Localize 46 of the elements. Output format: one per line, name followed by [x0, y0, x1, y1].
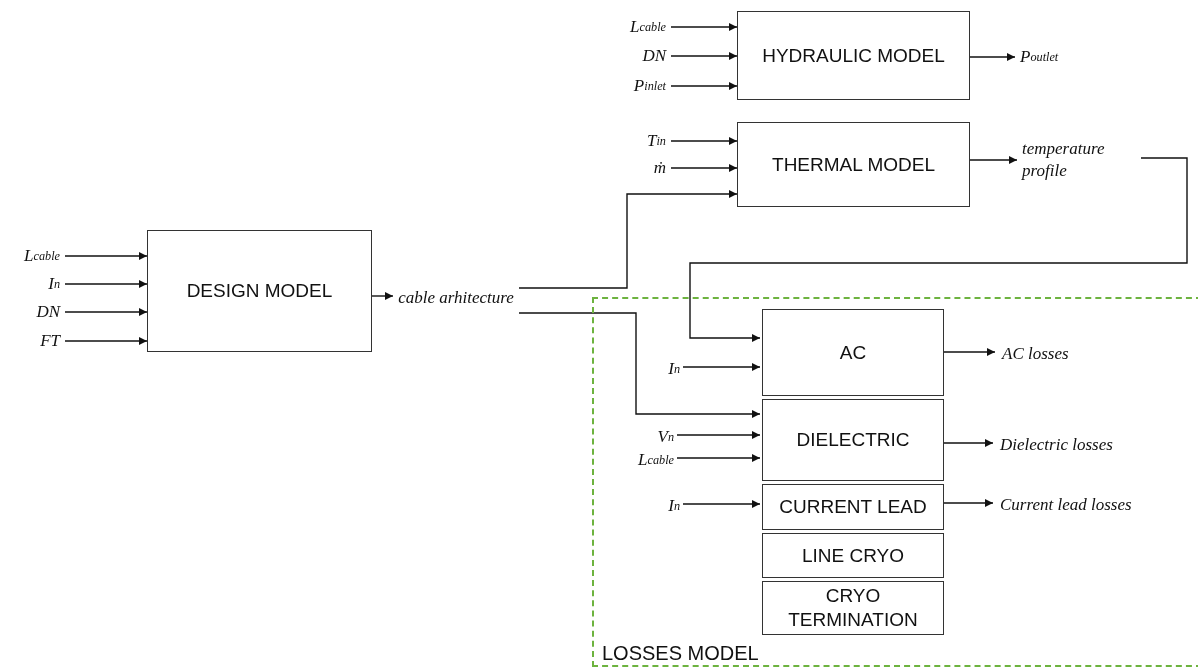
process-box [147, 230, 372, 352]
variable-label: Dielectric losses [1000, 432, 1160, 458]
box-label: CURRENT LEAD [779, 495, 927, 519]
box-label: CRYO TERMINATION [787, 584, 919, 632]
arrow [670, 23, 738, 31]
process-box [762, 484, 944, 530]
process-box [762, 309, 944, 396]
arrow [64, 252, 148, 260]
arrow [670, 82, 738, 90]
variable-label: cable arhitecture [398, 274, 514, 322]
box-label: AC [839, 340, 867, 365]
arrow [518, 312, 761, 418]
process-box [762, 581, 944, 635]
group-label: LOSSES MODEL [602, 642, 759, 665]
box-label: DIELECTRIC [796, 428, 910, 452]
arrow [670, 52, 738, 60]
box-label: THERMAL MODEL [772, 152, 935, 177]
arrow [676, 454, 761, 462]
arrow [64, 337, 148, 345]
box-label: DESIGN MODEL [186, 279, 333, 303]
process-box [737, 11, 970, 100]
variable-label: ṁ [600, 155, 666, 181]
variable-label: FT [10, 328, 60, 354]
arrow [689, 157, 1188, 342]
arrow [64, 308, 148, 316]
variable-label: AC losses [1002, 341, 1112, 367]
dashed-group-frame [592, 297, 1198, 667]
arrow [969, 156, 1018, 164]
variable-label: temperature profile [1022, 136, 1136, 184]
arrow [670, 164, 738, 172]
arrow [371, 292, 394, 300]
process-box [762, 533, 944, 578]
arrow [969, 53, 1016, 61]
box-label: HYDRAULIC MODEL [762, 43, 945, 68]
process-box [737, 122, 970, 207]
variable-label: DN [10, 299, 60, 325]
arrow [676, 431, 761, 439]
arrow [670, 137, 738, 145]
arrow [518, 190, 738, 289]
arrow [682, 363, 761, 371]
variable-label: Current lead losses [1000, 492, 1198, 518]
box-label: LINE CRYO [801, 543, 905, 568]
arrow [682, 500, 761, 508]
arrow [64, 280, 148, 288]
process-box [762, 399, 944, 481]
variable-label: DN [600, 43, 666, 69]
